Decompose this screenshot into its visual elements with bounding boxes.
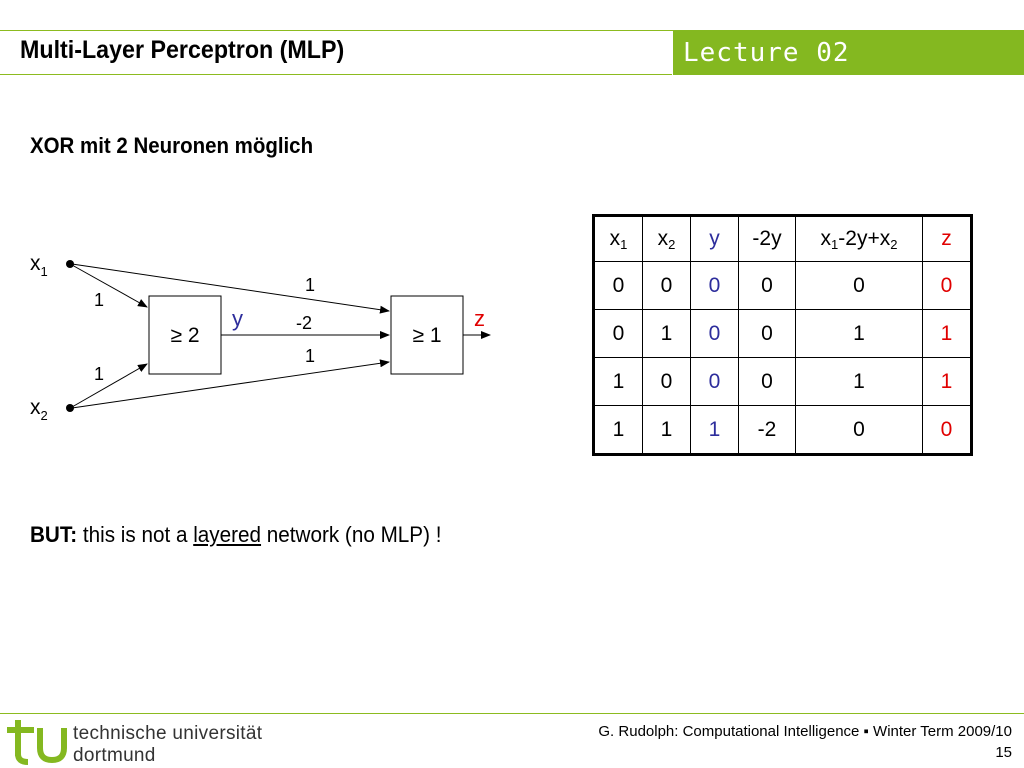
col-header-x1: x1 xyxy=(593,215,643,262)
footer-credit: G. Rudolph: Computational Intelligence ▪… xyxy=(598,721,1012,763)
col-header-sum: x1-2y+x2 xyxy=(795,215,923,262)
table-cell: 1 xyxy=(593,405,643,455)
table-cell: -2 xyxy=(738,405,796,455)
truth-table: x1 x2 y -2y x1-2y+x2 z 0 0 0 0 0 0 0 1 0… xyxy=(592,214,973,456)
output-threshold: ≥ 1 xyxy=(412,324,441,347)
table-row: 1 1 1 -2 0 0 xyxy=(593,405,972,455)
table-cell: 0 xyxy=(690,261,739,310)
table-cell: 0 xyxy=(795,405,923,455)
table-cell: 0 xyxy=(738,261,796,310)
remark-text-after: network (no MLP) ! xyxy=(261,522,442,547)
table-cell: 0 xyxy=(795,261,923,310)
table-cell: 1 xyxy=(795,357,923,406)
table-cell: 1 xyxy=(593,357,643,406)
footer-rule xyxy=(0,713,1024,714)
table-header-row: x1 x2 y -2y x1-2y+x2 z xyxy=(593,215,972,262)
label-x1: x1 xyxy=(30,252,48,279)
remark: BUT: this is not a layered network (no M… xyxy=(30,522,441,548)
input-node-x2 xyxy=(66,404,74,412)
hidden-neuron xyxy=(148,295,222,375)
table-cell: 0 xyxy=(642,261,691,310)
table-cell: 0 xyxy=(593,261,643,310)
edge-x2-output xyxy=(71,359,390,409)
weight-x2-hidden: 1 xyxy=(94,364,104,384)
page-number: 15 xyxy=(995,744,1012,761)
header: Multi-Layer Perceptron (MLP) Lecture 02 xyxy=(0,0,1024,75)
table-cell: 1 xyxy=(642,309,691,358)
table-row: 0 1 0 0 1 1 xyxy=(593,309,972,358)
table-cell: 0 xyxy=(690,309,739,358)
table-cell: 0 xyxy=(690,357,739,406)
output-neuron xyxy=(390,295,464,375)
table-cell: 1 xyxy=(795,309,923,358)
table-cell: 1 xyxy=(642,405,691,455)
table-row: 0 0 0 0 0 0 xyxy=(593,261,972,310)
weight-x1-hidden: 1 xyxy=(94,290,104,310)
col-header-z: z xyxy=(922,215,972,262)
col-header-x2: x2 xyxy=(642,215,691,262)
final-output-z: z xyxy=(474,306,485,331)
lecture-label: Lecture 02 xyxy=(683,38,850,68)
col-header-minus2y: -2y xyxy=(738,215,796,262)
header-bottom-rule xyxy=(0,74,672,75)
weight-x2-output: 1 xyxy=(305,346,315,366)
col-header-y: y xyxy=(690,215,739,262)
remark-underlined: layered xyxy=(193,522,262,547)
table-cell: 0 xyxy=(738,357,796,406)
lecture-badge: Lecture 02 xyxy=(673,30,1024,75)
remark-text-before: this is not a xyxy=(77,522,194,547)
university-line-2: dortmund xyxy=(73,745,156,766)
edge-x2-hidden xyxy=(71,363,148,408)
table-cell: 0 xyxy=(922,261,972,310)
university-name: technische universität dortmund xyxy=(73,723,262,767)
table-cell: 1 xyxy=(922,309,972,358)
label-x2: x2 xyxy=(30,396,48,423)
subtitle: XOR mit 2 Neuronen möglich xyxy=(30,133,314,158)
table-cell: 0 xyxy=(738,309,796,358)
university-line-1: technische universität xyxy=(73,723,263,744)
hidden-output-y: y xyxy=(232,306,243,331)
edge-x1-hidden xyxy=(71,264,148,308)
table-cell: 1 xyxy=(922,357,972,406)
hidden-threshold: ≥ 2 xyxy=(170,324,199,347)
weight-x1-output: 1 xyxy=(305,275,315,295)
weight-hidden-output: -2 xyxy=(296,313,312,333)
table-cell: 0 xyxy=(642,357,691,406)
table-row: 1 0 0 0 1 1 xyxy=(593,357,972,406)
remark-bold: BUT: xyxy=(30,522,78,547)
header-top-rule xyxy=(0,30,1024,31)
input-node-x1 xyxy=(66,260,74,268)
credit-text: G. Rudolph: Computational Intelligence ▪… xyxy=(598,723,1012,740)
table-cell: 0 xyxy=(593,309,643,358)
slide-title: Multi-Layer Perceptron (MLP) xyxy=(20,36,345,64)
table-cell: 0 xyxy=(922,405,972,455)
table-cell: 1 xyxy=(690,405,739,455)
tu-logo-icon xyxy=(7,720,67,765)
edge-x1-output xyxy=(71,263,390,314)
